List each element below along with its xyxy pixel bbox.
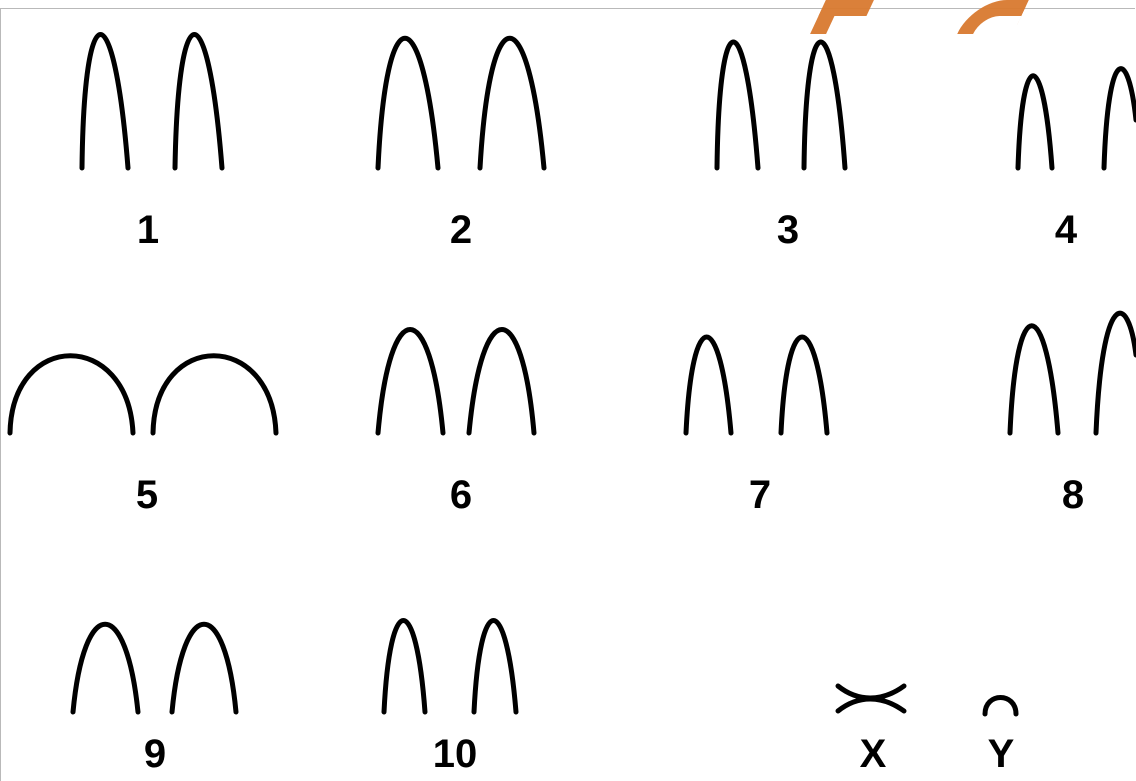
- label-x: X: [860, 732, 887, 776]
- figure-frame: [0, 8, 1135, 781]
- chromosome-pair-9: [70, 622, 239, 715]
- label-7: 7: [749, 473, 771, 517]
- label-y: Y: [988, 732, 1015, 776]
- chromosome-pair-7: [683, 334, 830, 436]
- label-8: 8: [1062, 473, 1084, 517]
- label-3: 3: [777, 208, 799, 252]
- label-6: 6: [450, 473, 472, 517]
- chromosome-x: [835, 683, 907, 714]
- chromosome-pair-3: [714, 39, 848, 171]
- chromosome-pair-5: [7, 353, 279, 436]
- chromosome-pair-2: [375, 35, 547, 171]
- chromosome-pair-6: [375, 327, 537, 436]
- label-10: 10: [433, 732, 478, 776]
- label-2: 2: [450, 208, 472, 252]
- chromosome-pair-10: [381, 618, 519, 715]
- label-5: 5: [136, 473, 158, 517]
- label-1: 1: [137, 208, 159, 252]
- label-9: 9: [144, 732, 166, 776]
- chromosome-y: [982, 695, 1019, 717]
- chromosome-pair-8: [1007, 310, 1136, 436]
- chromosome-pair-1: [79, 32, 225, 171]
- label-4: 4: [1055, 208, 1078, 252]
- chromosome-pair-4: [1015, 66, 1136, 171]
